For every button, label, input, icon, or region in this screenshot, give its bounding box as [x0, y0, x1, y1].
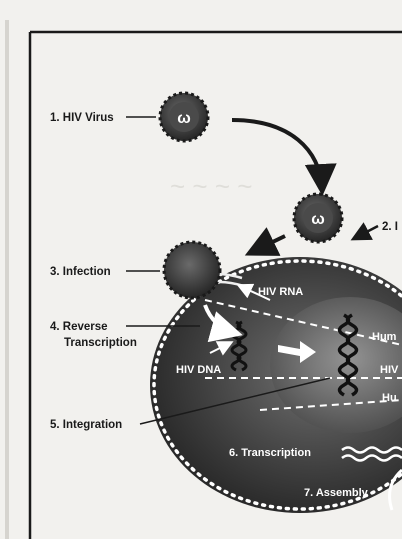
- hiv-virus-free: ω: [160, 93, 208, 141]
- label-reverse: 4. Reverse: [50, 321, 108, 333]
- label-hiv-dna: HIV DNA: [176, 364, 221, 376]
- label-integration: 5. Integration: [50, 419, 122, 431]
- label-hiv-rna: HIV RNA: [258, 286, 303, 298]
- faint-bleed-text: ~ ~ ~ ~: [170, 171, 252, 201]
- virus-core-glyph: ω: [177, 110, 191, 127]
- hiv-virus-binding: ω: [294, 194, 342, 242]
- label-human-dna-1: Hum: [372, 331, 397, 343]
- virus-core-glyph-2: ω: [311, 211, 325, 228]
- label-hiv-partial: HIV: [380, 364, 399, 376]
- hiv-virus-infecting: [164, 242, 220, 298]
- label-human-dna-2: Hu: [382, 392, 397, 404]
- label-infection: 3. Infection: [50, 266, 111, 278]
- arrow-step2: [355, 226, 378, 238]
- label-assembly: 7. Assembly: [304, 487, 369, 499]
- label-transcription-step: 6. Transcription: [229, 447, 311, 459]
- label-binding-partial: 2. I: [382, 221, 398, 233]
- label-hiv-virus: 1. HIV Virus: [50, 112, 114, 124]
- label-transcription: Transcription: [64, 337, 137, 349]
- arrow-binding-to-infection: [252, 236, 285, 252]
